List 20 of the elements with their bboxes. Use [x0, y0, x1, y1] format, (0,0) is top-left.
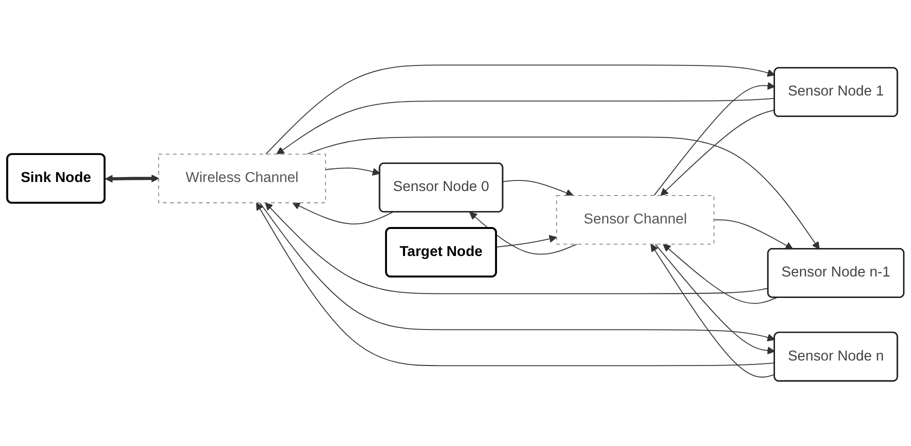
- arrow: [496, 234, 557, 248]
- arrow: [306, 136, 820, 250]
- arrow: [662, 244, 778, 304]
- arrow: [660, 110, 776, 196]
- arrow: [713, 219, 794, 250]
- arrow: [259, 202, 776, 342]
- arrow: [265, 202, 769, 294]
- arrow: [105, 174, 159, 183]
- arrow: [265, 64, 776, 155]
- arrow: [654, 82, 776, 196]
- node-box: Wireless Channel: [158, 154, 326, 204]
- arrow: [292, 202, 394, 224]
- arrow: [654, 244, 776, 354]
- arrow: [469, 212, 578, 255]
- arrow: [650, 244, 776, 378]
- arrow: [502, 180, 574, 197]
- arrow: [276, 98, 776, 154]
- arrow: [256, 202, 776, 366]
- arrow: [325, 168, 380, 176]
- node-box: Sensor Channel: [556, 195, 714, 245]
